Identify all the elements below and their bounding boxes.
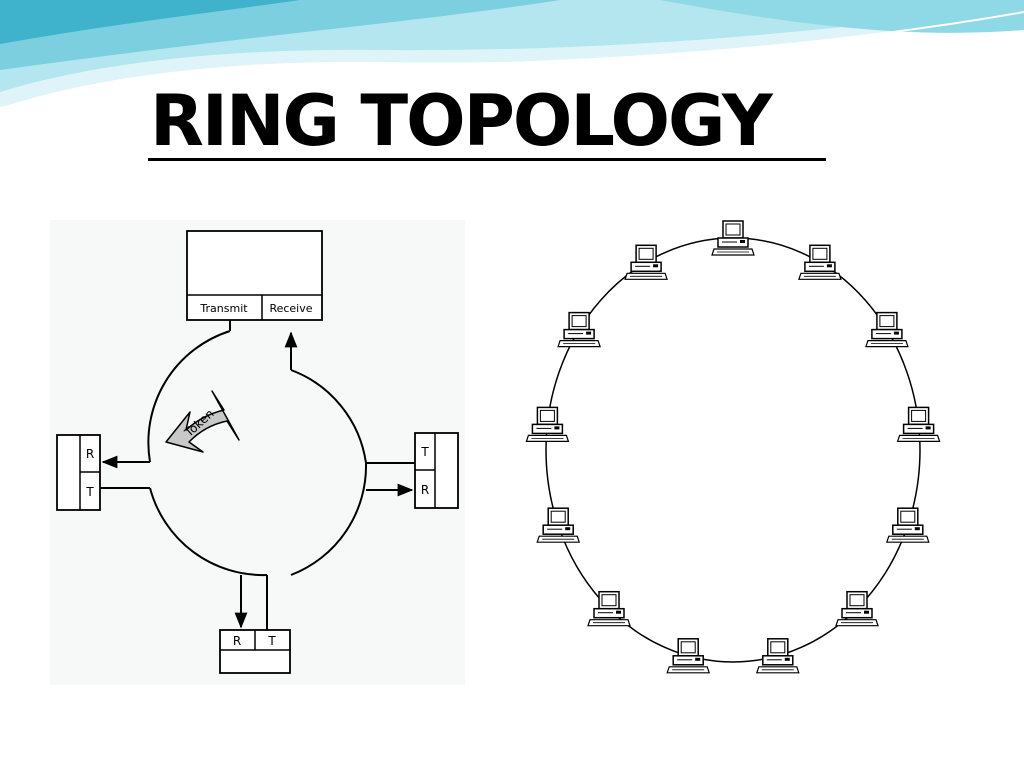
computer-icon [886,507,930,543]
right-station-upper-label: T [420,445,429,459]
computer-icon [525,406,570,443]
receive-label: Receive [269,302,312,315]
left-station-lower-label: T [85,485,94,499]
page-title: RING TOPOLOGY [150,80,773,162]
computer-icon [896,406,941,443]
token-arrow [165,390,240,453]
computer-icon [711,220,755,256]
transmit-label: Transmit [199,302,248,315]
computer-icon [587,590,631,627]
computer-icon [536,507,580,543]
computer-icon [624,244,668,281]
ring-path [147,330,368,577]
computer-icon [835,590,879,627]
computer-icon [798,244,842,281]
computer-icon [666,638,710,674]
right-station: T R [414,432,459,509]
computer-icon [865,311,909,348]
token-ring-diagram: Transmit Receive R T T R R T Token [50,220,465,685]
bottom-station-right-label: T [267,634,276,648]
top-station: Transmit Receive [186,230,323,321]
computer-icon [756,638,800,674]
title-underline [148,158,826,161]
computer-ring [525,220,941,674]
ring-network-diagram [525,220,941,674]
computer-icon [557,311,601,348]
right-station-lower-label: R [421,483,429,497]
left-station-upper-label: R [86,447,94,461]
bottom-station-left-label: R [233,634,241,648]
left-station: R T [56,434,101,511]
bottom-station: R T [219,629,291,674]
